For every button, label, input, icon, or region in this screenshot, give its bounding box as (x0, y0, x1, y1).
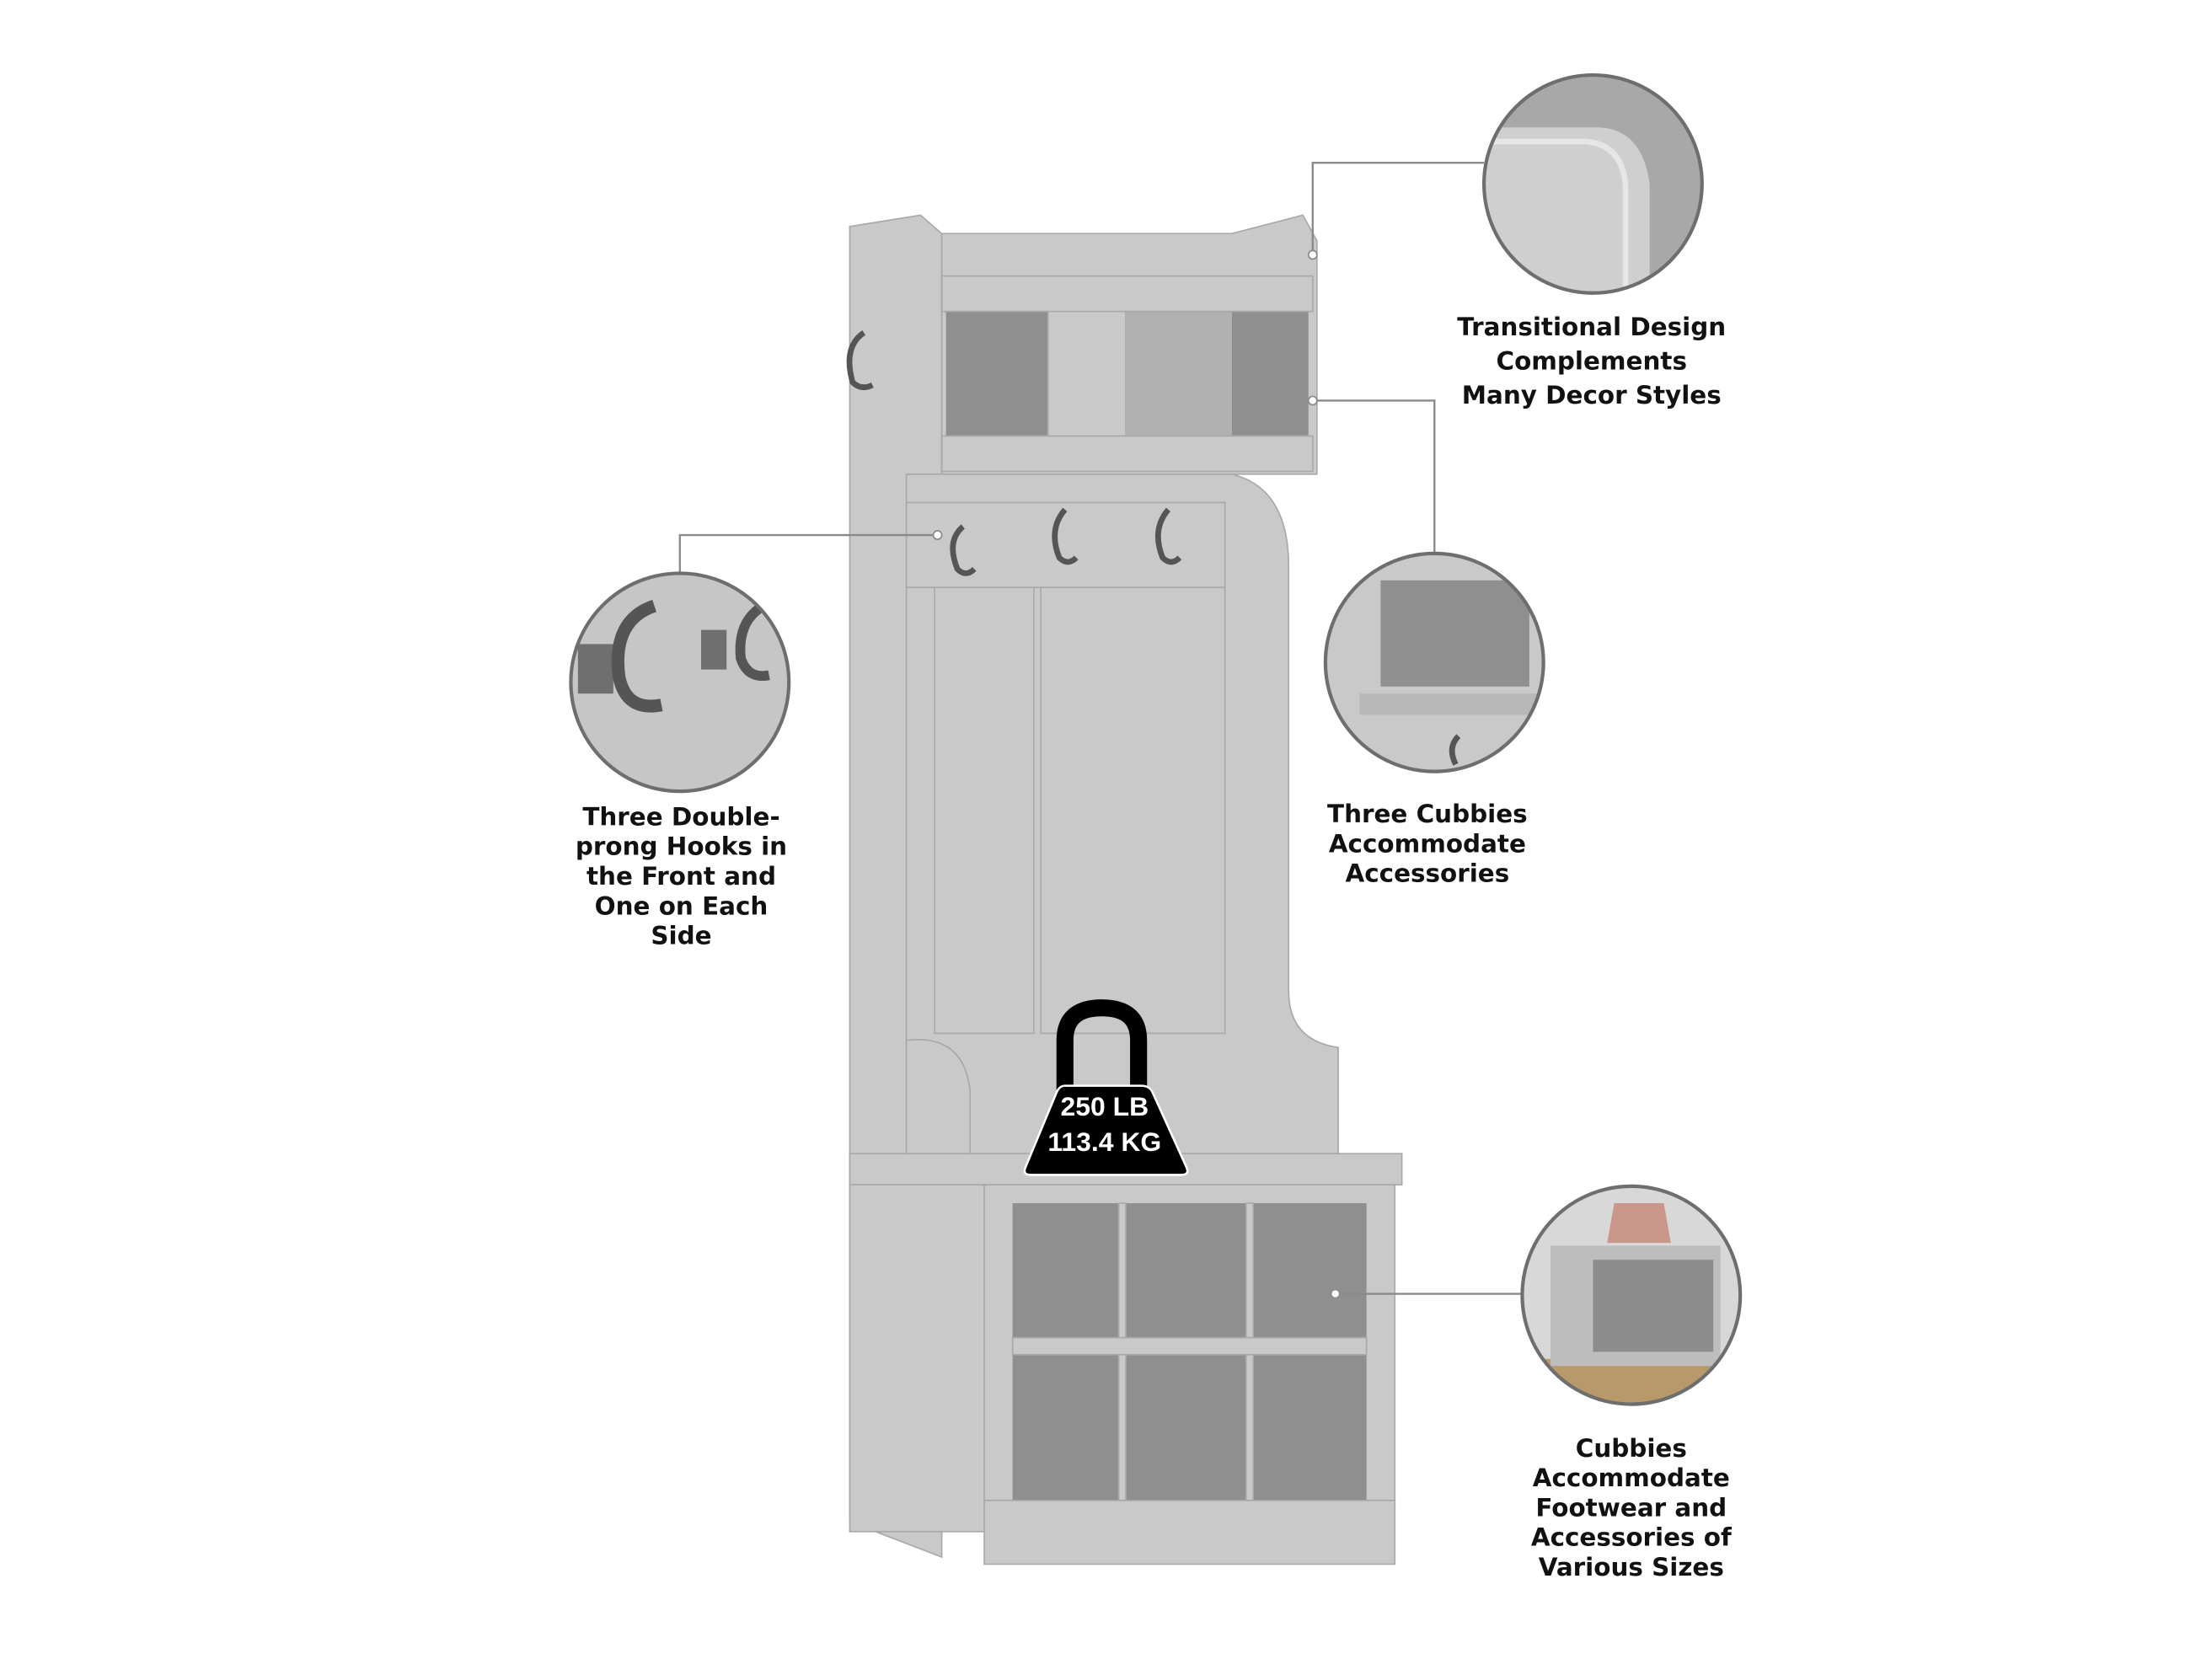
svg-text:Various Sizes: Various Sizes (1539, 1553, 1724, 1581)
svg-text:Accessories of: Accessories of (1531, 1523, 1733, 1552)
shoe-cubby-detail-icon (1520, 1184, 1743, 1406)
svg-text:Many Decor Styles: Many Decor Styles (1462, 381, 1722, 409)
hook-detail-icon (569, 571, 791, 794)
hall-tree-illustration (846, 214, 1403, 1565)
svg-text:the Front and: the Front and (586, 862, 776, 891)
svg-text:Accessories: Accessories (1346, 859, 1510, 888)
caption-hooks: Three Double- prong Hooks in the Front a… (576, 802, 787, 950)
svg-text:One on Each: One on Each (595, 891, 769, 920)
svg-text:Side: Side (651, 922, 711, 950)
svg-text:Three Cubbies: Three Cubbies (1327, 800, 1528, 828)
svg-text:Complements: Complements (1497, 346, 1687, 375)
svg-text:Three Double-: Three Double- (582, 802, 779, 831)
svg-text:Accommodate: Accommodate (1329, 829, 1526, 858)
caption-shoe-cubbies: Cubbies Accommodate Footwear and Accesso… (1531, 1434, 1733, 1581)
callout-lines (678, 162, 1523, 1299)
svg-text:Accommodate: Accommodate (1533, 1464, 1730, 1492)
svg-text:Cubbies: Cubbies (1576, 1434, 1687, 1463)
weight-capacity-badge: 250 LB 113.4 KG (1023, 999, 1189, 1176)
front-hooks (846, 330, 1182, 576)
caption-design: Transitional Design Complements Many Dec… (1457, 313, 1726, 409)
rounded-edge-detail-icon (1481, 72, 1704, 295)
caption-top-cubbies: Three Cubbies Accommodate Accessories (1327, 800, 1528, 888)
cubby-detail-icon (1323, 551, 1545, 773)
svg-text:Footwear and: Footwear and (1535, 1493, 1727, 1522)
svg-text:Transitional Design: Transitional Design (1457, 313, 1726, 341)
svg-text:prong Hooks in: prong Hooks in (576, 832, 787, 861)
weight-kg: 113.4 KG (1047, 1127, 1161, 1157)
weight-lb: 250 LB (1060, 1091, 1149, 1121)
